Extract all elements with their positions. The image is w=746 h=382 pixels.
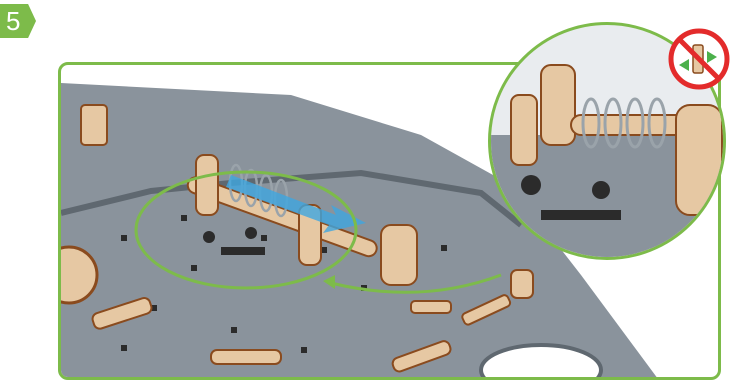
step-badge: 5: [0, 4, 36, 38]
round-cutout: [481, 345, 601, 380]
step-number: 5: [6, 6, 20, 37]
prohibition-sign-icon: [667, 27, 731, 91]
